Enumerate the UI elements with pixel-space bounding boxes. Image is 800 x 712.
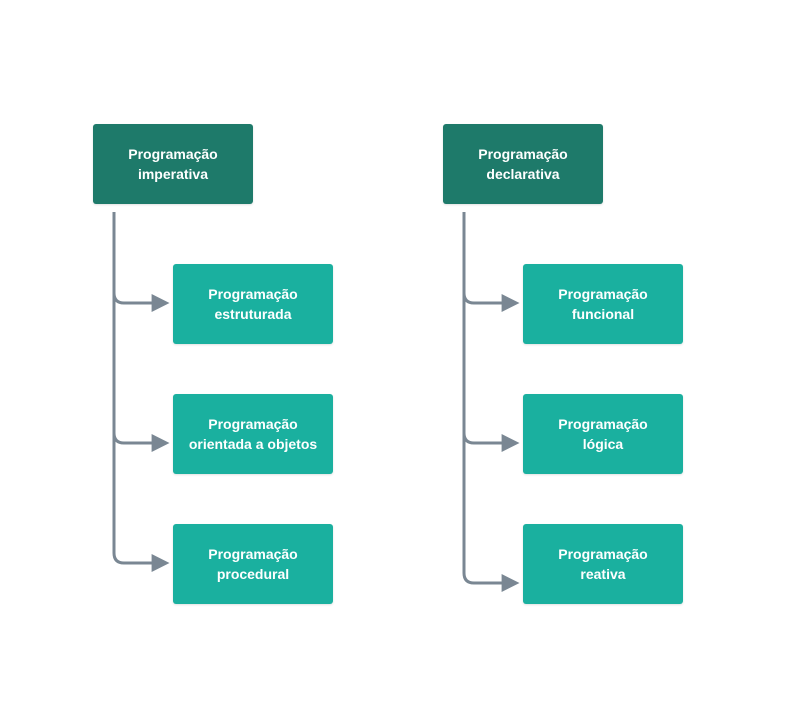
node-programacao-estruturada: Programação estruturada xyxy=(173,264,333,344)
node-programacao-logica: Programação lógica xyxy=(523,394,683,474)
connector-declarativa-logica xyxy=(462,212,520,452)
connector-imperativa-estruturada xyxy=(112,212,170,312)
connector-declarativa-reativa xyxy=(462,212,520,592)
node-programacao-procedural: Programação procedural xyxy=(173,524,333,604)
node-programacao-reativa: Programação reativa xyxy=(523,524,683,604)
connector-imperativa-procedural xyxy=(112,212,170,572)
node-programacao-imperativa: Programação imperativa xyxy=(93,124,253,204)
node-programacao-declarativa: Programação declarativa xyxy=(443,124,603,204)
node-programacao-orientada-a-objetos: Programação orientada a objetos xyxy=(173,394,333,474)
connector-imperativa-oo xyxy=(112,212,170,452)
node-programacao-funcional: Programação funcional xyxy=(523,264,683,344)
connector-declarativa-funcional xyxy=(462,212,520,312)
